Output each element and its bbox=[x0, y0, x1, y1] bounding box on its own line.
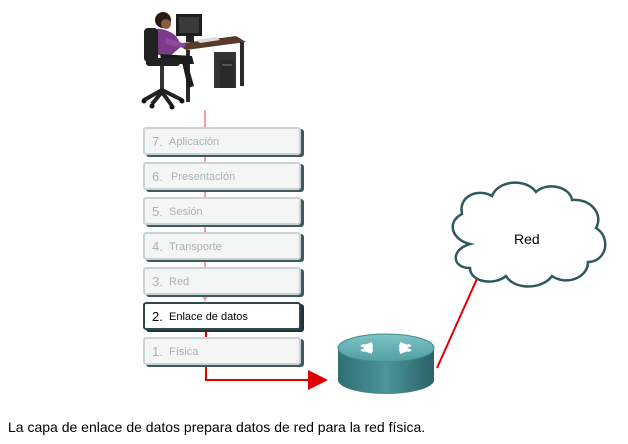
layer-label: Física bbox=[169, 346, 199, 358]
figure-caption: La capa de enlace de datos prepara datos… bbox=[8, 419, 426, 435]
osi-layer-6: 6. Presentación bbox=[143, 162, 301, 190]
layer-label: Enlace de datos bbox=[169, 311, 248, 323]
layer-label: Aplicación bbox=[169, 136, 220, 148]
osi-layer-2: 2. Enlace de datos bbox=[143, 302, 301, 330]
data-to-router-arrow bbox=[205, 312, 328, 390]
layer-number: 1. bbox=[152, 344, 163, 359]
osi-layer-7: 7. Aplicación bbox=[143, 127, 301, 155]
layer-label: Transporte bbox=[169, 241, 222, 253]
network-cloud-icon bbox=[451, 181, 607, 288]
osi-layer-4: 4. Transporte bbox=[143, 232, 301, 260]
layer-label: Sesión bbox=[169, 206, 203, 218]
user-at-desk-icon bbox=[141, 12, 246, 110]
layer-label: Red bbox=[169, 276, 190, 288]
osi-layer-1: 1. Física bbox=[143, 337, 301, 365]
router-icon bbox=[337, 333, 435, 394]
layer-number: 6. bbox=[152, 169, 163, 184]
layer-number: 4. bbox=[152, 239, 163, 254]
layer-label: Presentación bbox=[171, 171, 236, 183]
network-cloud-label: Red bbox=[514, 231, 540, 247]
layer-number: 3. bbox=[152, 274, 163, 289]
layer-number: 2. bbox=[152, 309, 163, 324]
layer-number: 5. bbox=[152, 204, 163, 219]
osi-layer-3: 3. Red bbox=[143, 267, 301, 295]
layer-number: 7. bbox=[152, 134, 163, 149]
osi-layer-5: 5. Sesión bbox=[143, 197, 301, 225]
